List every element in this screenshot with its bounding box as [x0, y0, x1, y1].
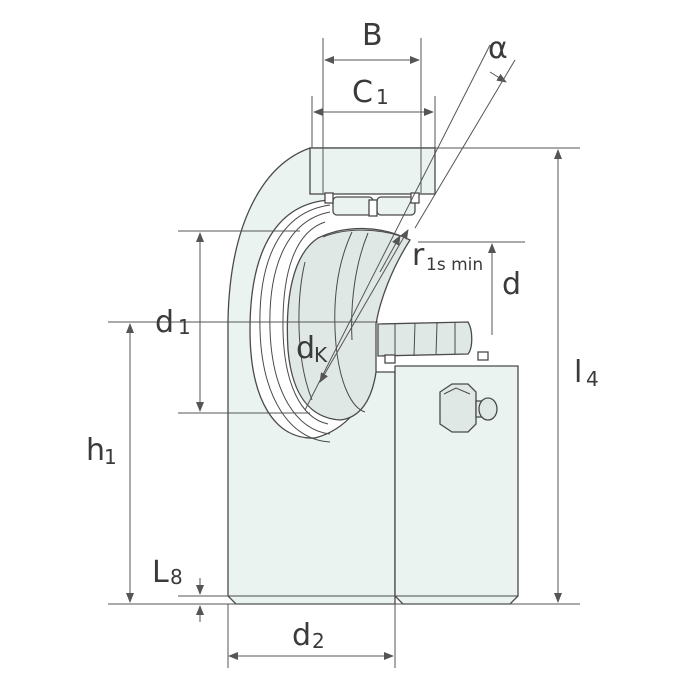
label-dK-sub: K	[314, 343, 328, 367]
label-d2: d	[292, 618, 311, 653]
label-d: d	[502, 267, 521, 302]
dimension-lines	[126, 56, 562, 660]
label-h1: h	[86, 433, 105, 468]
label-C1: C	[352, 75, 373, 110]
label-alpha: α	[488, 31, 508, 66]
label-d1-sub: 1	[178, 315, 191, 339]
label-dK: d	[296, 331, 315, 366]
label-h1-sub: 1	[104, 445, 117, 469]
outer-race-segments	[324, 192, 420, 217]
label-r1s: r	[412, 238, 425, 273]
label-L8: L	[152, 555, 169, 590]
housing-body	[227, 147, 519, 605]
label-B: B	[362, 18, 383, 53]
shaft-bore	[377, 321, 489, 364]
label-d2-sub: 2	[312, 629, 325, 653]
label-C1-sub: 1	[376, 85, 389, 109]
label-l4-sub: 4	[586, 367, 599, 391]
dimension-labels: B C 1 α r 1s min d d 1 d K l 4 h 1 L 8 d…	[86, 18, 599, 653]
label-l4: l	[574, 355, 582, 390]
label-r1s-sub: 1s min	[426, 255, 483, 275]
grease-nipple	[439, 383, 498, 433]
label-L8-sub: 8	[170, 565, 183, 589]
label-d1: d	[155, 305, 174, 340]
